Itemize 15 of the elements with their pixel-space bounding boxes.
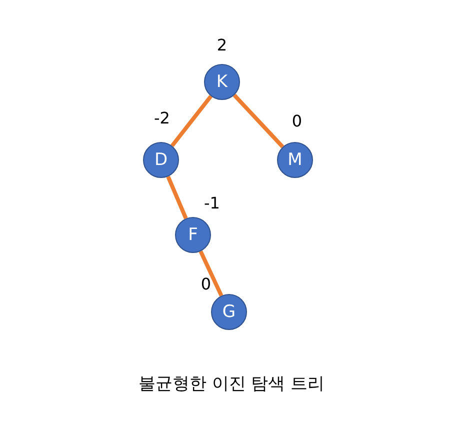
balance-factor: -1 (204, 194, 220, 212)
tree-edge (170, 94, 212, 148)
tree-edge (232, 94, 284, 148)
tree-node-circle: M (277, 142, 313, 178)
tree-node-circle: G (211, 294, 247, 330)
caption: 불균형한 이진 탐색 트리 (137, 373, 326, 395)
tree-node-circle: D (143, 142, 179, 178)
tree-node-circle: K (204, 64, 240, 100)
tree-node-circle: F (175, 217, 211, 253)
balance-factor: 2 (216, 36, 228, 54)
tree-edge (166, 176, 188, 220)
balance-factor: -2 (154, 108, 170, 128)
tree-edge (198, 250, 224, 297)
balance-factor: 0 (200, 274, 212, 294)
balance-factor: 0 (292, 112, 302, 130)
